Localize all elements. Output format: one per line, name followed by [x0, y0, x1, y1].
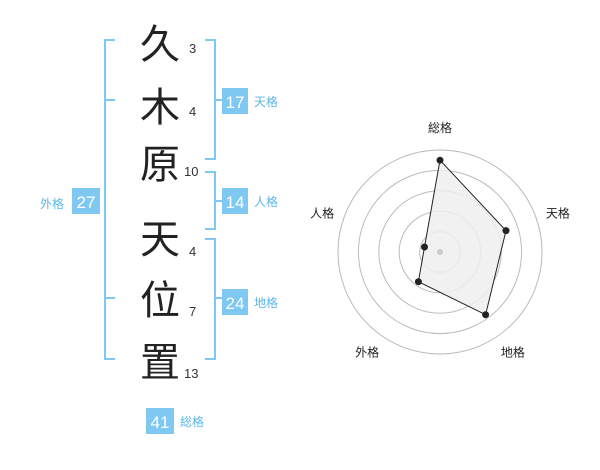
tenkaku-value: 17	[226, 93, 245, 112]
stroke-count: 4	[189, 104, 196, 119]
kanji-char: 天	[140, 217, 180, 263]
gaikaku-value: 27	[77, 193, 96, 212]
radar-point	[421, 243, 428, 251]
gaikaku-label: 外格	[40, 196, 64, 211]
stroke-count: 4	[189, 244, 196, 259]
gaikaku-badge: 外格 27	[40, 188, 100, 214]
radar-ring	[337, 149, 543, 355]
radar-axis-label: 外格	[355, 344, 379, 359]
stroke-count: 7	[189, 304, 196, 319]
chikaku-badge: 24 地格	[222, 289, 278, 315]
chikaku-label: 地格	[254, 295, 278, 310]
radar-center-point	[437, 249, 443, 255]
jinkaku-badge: 14 人格	[222, 188, 278, 214]
jinkaku-label: 人格	[254, 194, 278, 209]
stroke-counts: 3 4 10 4 7 13	[184, 41, 198, 381]
kanji-char: 置	[140, 340, 180, 386]
radar-axis-label: 総格	[428, 120, 452, 135]
radar-axis-label: 地格	[501, 344, 525, 359]
radar-point	[482, 311, 490, 319]
jinkaku-bracket	[205, 171, 222, 230]
chikaku-value: 24	[226, 294, 245, 313]
soukaku-badge: 41 総格	[146, 408, 204, 434]
radar-axis-label: 天格	[546, 206, 570, 221]
soukaku-label: 総格	[180, 414, 204, 429]
kanji-char: 位	[140, 278, 180, 324]
radar-axis-label: 人格	[310, 206, 334, 221]
stroke-count: 10	[184, 164, 198, 179]
tenkaku-bracket	[205, 39, 222, 160]
chikaku-bracket	[205, 238, 222, 360]
kanji-char: 原	[140, 142, 180, 188]
tenkaku-label: 天格	[254, 94, 278, 109]
name-characters: 久 木 原 天 位 置	[140, 22, 180, 386]
jinkaku-value: 14	[226, 193, 245, 212]
tenkaku-badge: 17 天格	[222, 88, 278, 114]
kanji-char: 木	[140, 85, 180, 131]
kanji-char: 久	[140, 22, 180, 68]
soukaku-value: 41	[151, 413, 170, 432]
gaikaku-bracket	[104, 39, 115, 360]
radar-point	[414, 278, 422, 286]
radar-area	[417, 159, 507, 316]
radar-point	[502, 227, 510, 235]
radar-point	[436, 156, 444, 164]
stroke-count: 3	[189, 41, 196, 56]
stroke-count: 13	[184, 366, 198, 381]
